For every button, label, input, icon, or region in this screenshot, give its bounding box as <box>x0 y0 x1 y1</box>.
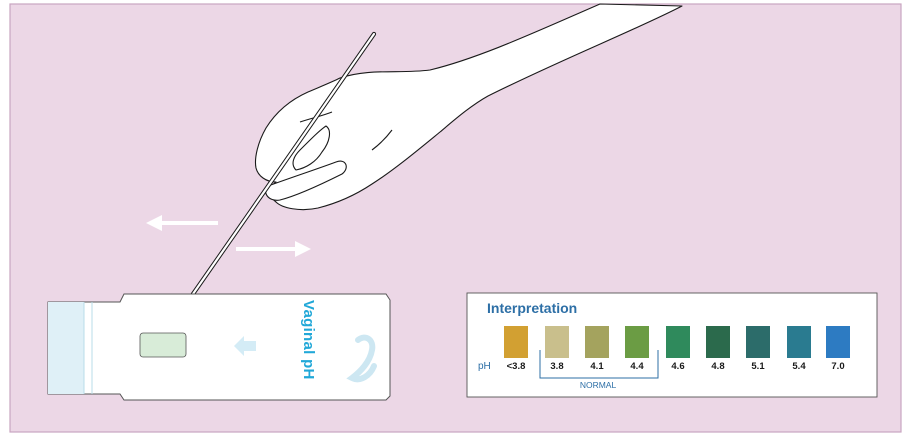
ph-swatch <box>826 326 850 358</box>
interpretation-title: Interpretation <box>487 300 578 316</box>
ph-value-label: 5.4 <box>792 361 806 372</box>
ph-swatch <box>666 326 690 358</box>
ph-swatch <box>545 326 569 358</box>
normal-range-label: NORMAL <box>579 380 617 390</box>
ph-swatch <box>746 326 770 358</box>
ph-value-label: 7.0 <box>831 361 845 372</box>
ph-swatch <box>625 326 649 358</box>
ph-value-label: 4.4 <box>630 361 644 372</box>
ph-value-label: 4.6 <box>671 361 685 372</box>
arrow-left-icon <box>146 215 218 231</box>
ph-swatch <box>585 326 609 358</box>
ph-value-label: <3.8 <box>506 361 526 372</box>
test-card-label: Vaginal pH <box>300 300 317 380</box>
ph-prefix-label: pH <box>478 361 491 372</box>
arrow-right-icon <box>236 241 311 257</box>
ph-value-label: 5.1 <box>751 361 765 372</box>
normal-bracket <box>539 350 659 379</box>
ph-swatch <box>787 326 811 358</box>
hand-icon <box>254 3 683 211</box>
test-card-icon <box>47 293 391 401</box>
ph-swatch <box>504 326 528 358</box>
ph-value-label: 3.8 <box>550 361 564 372</box>
ph-value-label: 4.1 <box>590 361 604 372</box>
ph-swatch <box>706 326 730 358</box>
ph-value-label: 4.8 <box>711 361 725 372</box>
